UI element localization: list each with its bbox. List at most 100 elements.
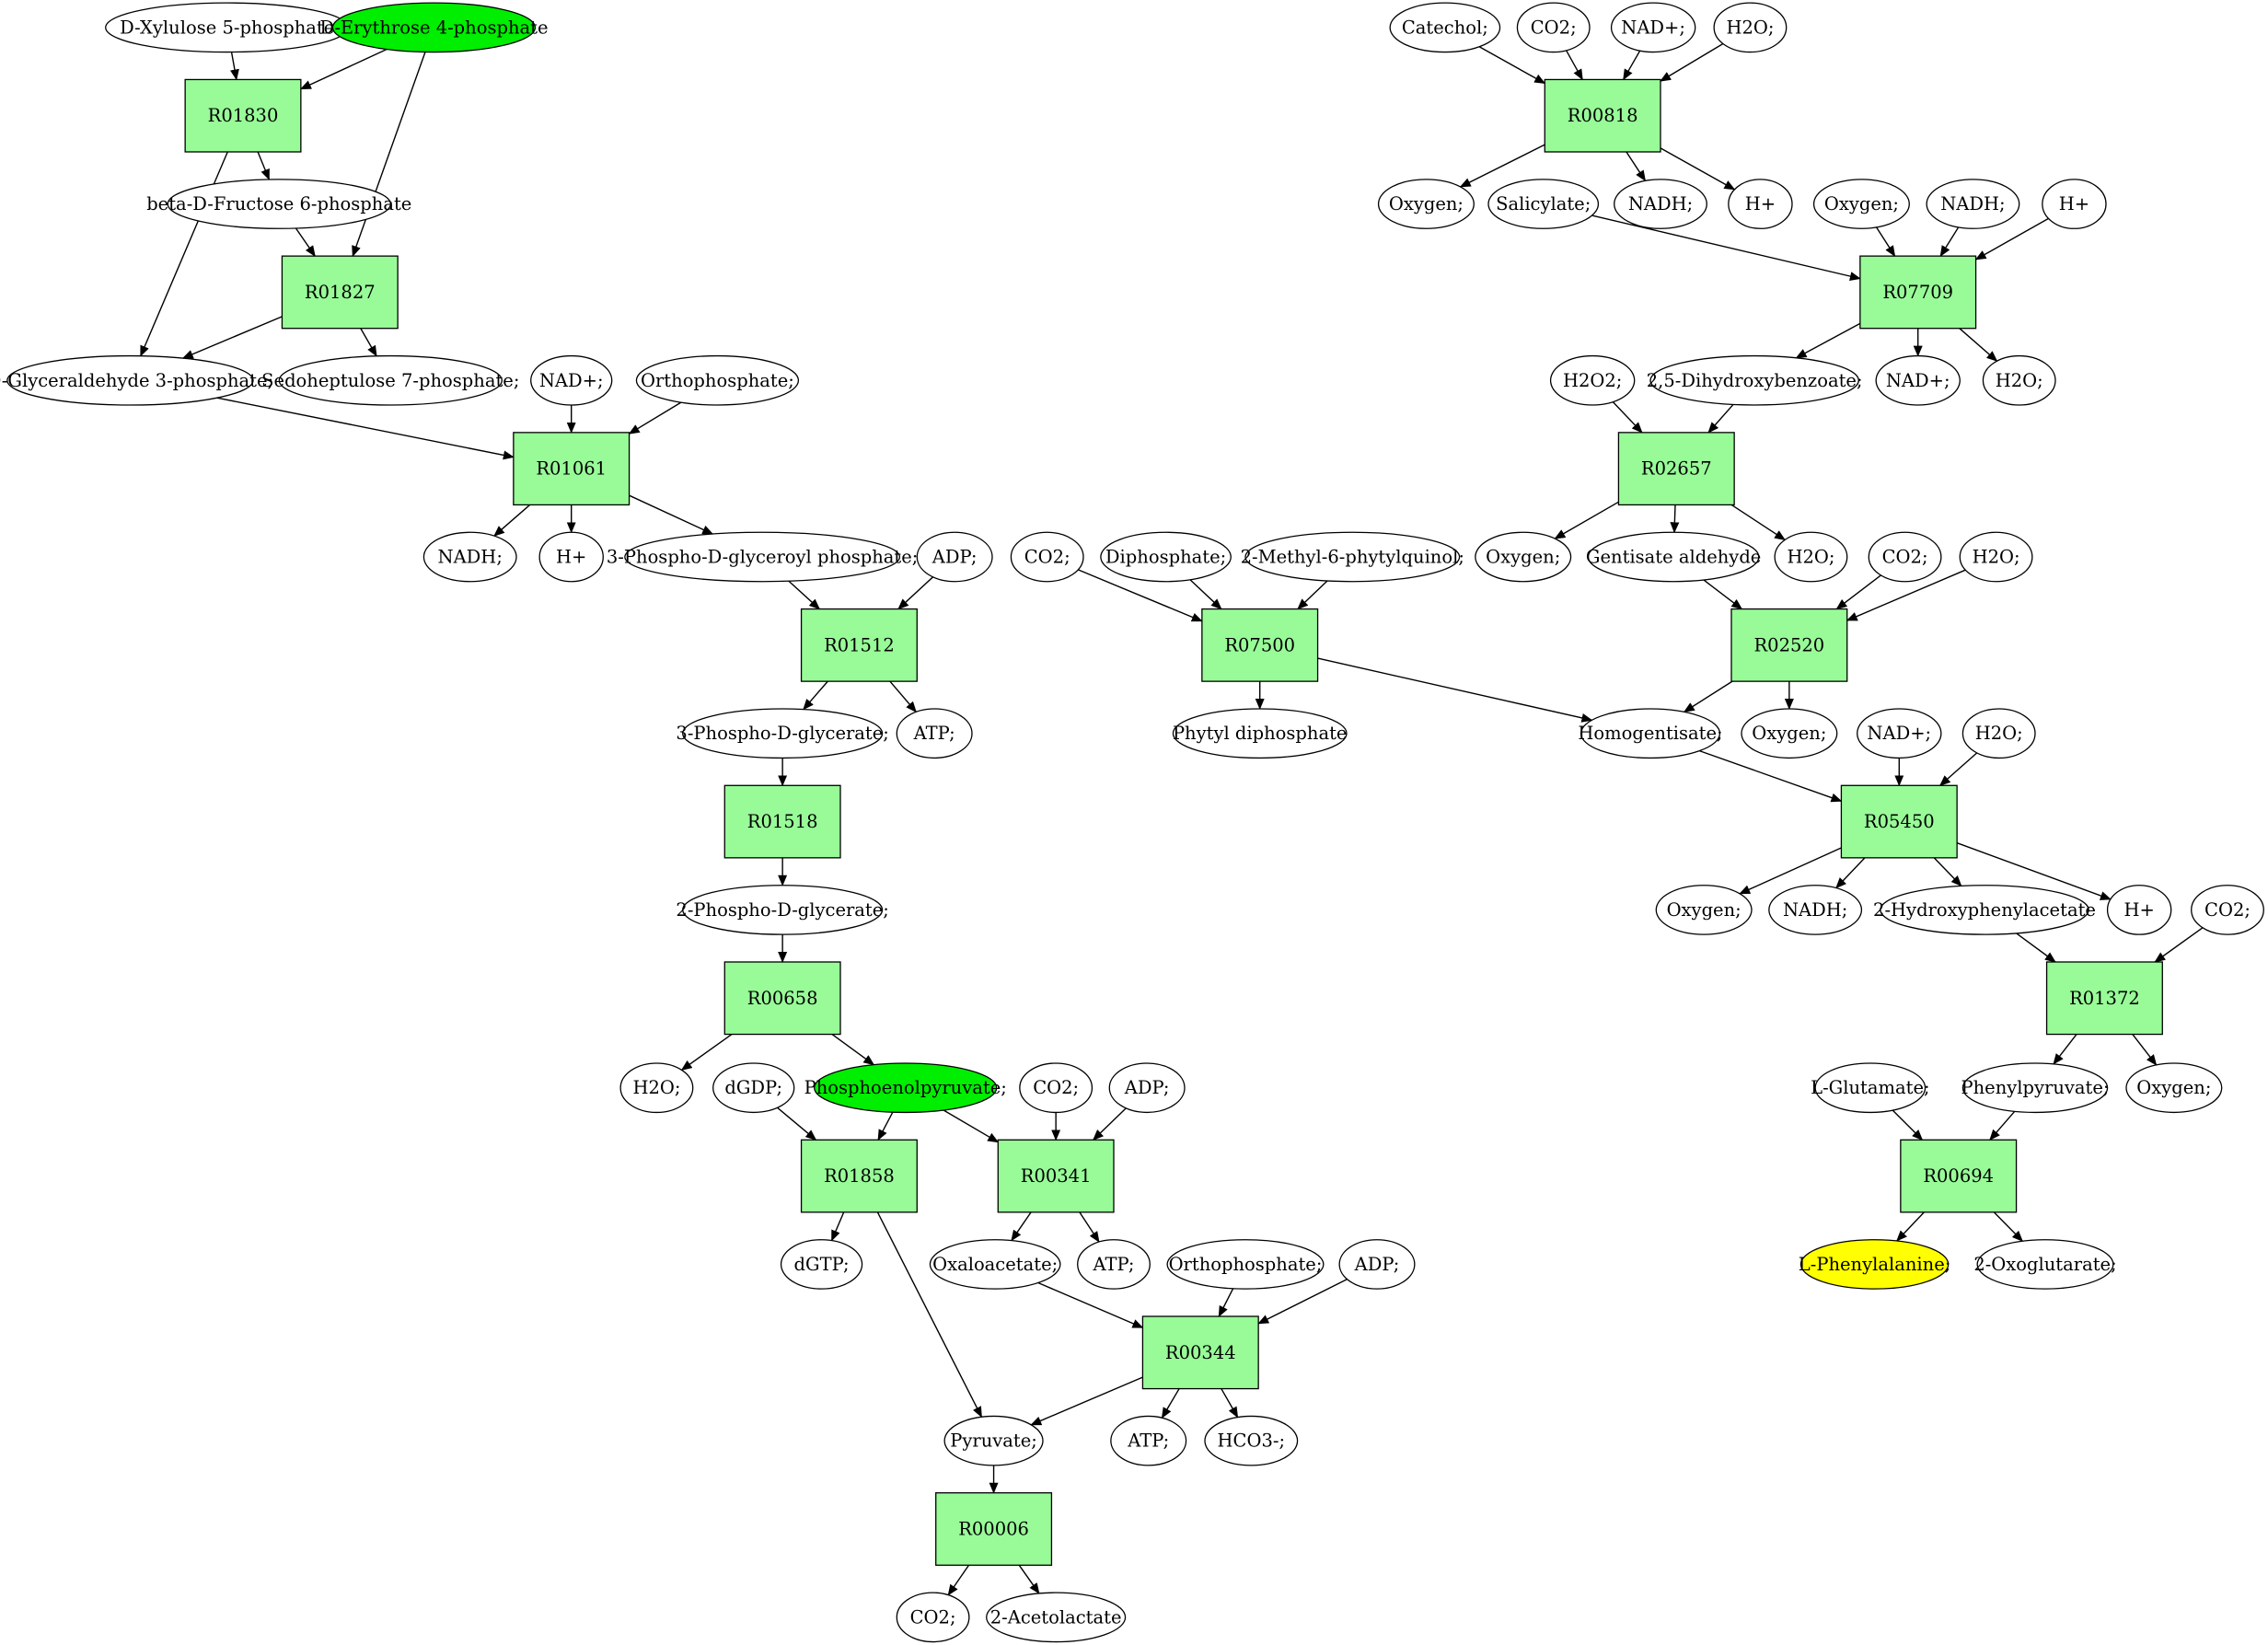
metabolite-ellipse	[619, 1062, 694, 1114]
metabolite-node-m45: CO2;	[1010, 531, 1084, 583]
node-label: R00006	[958, 1519, 1029, 1540]
edge-R05450-m61	[1956, 842, 2112, 900]
node-label: CO2;	[1024, 547, 1070, 568]
metabolite-node-m40: H+	[2042, 179, 2107, 229]
node-label: R07500	[1224, 634, 1295, 655]
edge-m19-R00341	[1092, 1107, 1127, 1141]
edge-m57-R05450	[1938, 752, 1978, 786]
reaction-box	[1730, 608, 1848, 682]
reaction-node-R01830: R01830	[184, 78, 302, 153]
metabolite-ellipse	[1019, 1062, 1094, 1114]
node-label: Orthophosphate;	[1169, 1254, 1323, 1275]
metabolite-node-m30: Catechol;	[1389, 2, 1501, 53]
node-label: L-Glutamate;	[1811, 1077, 1929, 1098]
node-label: R01830	[208, 105, 279, 126]
edge-R02657-m48	[1554, 501, 1619, 539]
edge-m23-R00344	[1218, 1288, 1234, 1317]
node-label: R00344	[1165, 1342, 1236, 1363]
metabolite-node-m46: Diphosphate;	[1100, 531, 1232, 583]
metabolite-ellipse	[167, 179, 391, 229]
edge-R05450-m60	[1933, 857, 1962, 887]
edge-R01858-m25	[876, 1211, 983, 1419]
metabolite-node-m21: Oxaloacetate;	[929, 1239, 1061, 1290]
edge-R01827-m04	[181, 316, 283, 359]
reaction-box	[800, 1139, 918, 1213]
metabolite-ellipse	[278, 354, 503, 406]
reaction-box	[935, 1492, 1053, 1566]
edge-layer	[140, 42, 2204, 1596]
node-label: R02520	[1753, 634, 1824, 655]
reaction-node-R01827: R01827	[281, 255, 399, 330]
metabolite-ellipse	[1880, 885, 2089, 935]
node-label: NADH;	[1628, 193, 1693, 214]
metabolite-node-m55: Oxygen;	[1741, 708, 1838, 759]
node-label: ADP;	[1354, 1254, 1400, 1275]
metabolite-node-m53: Phytyl diphosphate	[1172, 708, 1348, 759]
node-label: NADH;	[1783, 899, 1847, 921]
metabolite-ellipse	[814, 1062, 998, 1114]
edge-m02-R01827	[352, 52, 426, 258]
metabolite-ellipse	[1610, 2, 1696, 53]
reaction-box	[513, 432, 631, 506]
node-label: H+	[2123, 899, 2154, 921]
metabolite-node-m11: ADP;	[916, 531, 993, 583]
node-label: ADP;	[1124, 1077, 1170, 1098]
edge-R00341-m22	[1079, 1211, 1100, 1243]
edge-m04-R01061	[216, 397, 515, 460]
node-label: NAD+;	[539, 370, 604, 391]
metabolite-node-m31: CO2;	[1516, 2, 1591, 53]
node-label: Orthophosphate;	[641, 370, 794, 391]
metabolite-ellipse	[712, 1062, 795, 1114]
metabolite-node-m49: Gentisate aldehyde	[1586, 531, 1761, 583]
edge-R01512-m12	[803, 680, 828, 711]
metabolite-node-m18: CO2;	[1019, 1062, 1094, 1114]
node-label: R01061	[536, 458, 607, 480]
metabolite-node-m58: Oxygen;	[1655, 885, 1753, 935]
metabolite-node-m08: NADH;	[422, 531, 517, 583]
node-label: R00341	[1021, 1165, 1092, 1187]
edge-m33-R00818	[1660, 42, 1724, 82]
metabolite-ellipse	[635, 354, 800, 406]
metabolite-ellipse	[1774, 531, 1848, 583]
metabolite-node-m25: Pyruvate;	[943, 1415, 1044, 1466]
node-label: ATP;	[1092, 1254, 1134, 1275]
metabolite-ellipse	[1961, 1062, 2109, 1114]
metabolite-ellipse	[1166, 1239, 1325, 1290]
edge-m62-R01372	[2154, 927, 2204, 963]
node-label: R00818	[1568, 105, 1638, 126]
edge-R01827-m05	[360, 328, 377, 357]
metabolite-node-m03: beta-D-Fructose 6-phosphate	[146, 179, 411, 229]
edge-R02657-m50	[1730, 504, 1786, 541]
metabolite-ellipse	[1926, 179, 2020, 229]
reaction-node-R00658: R00658	[723, 961, 841, 1036]
node-label: Oxygen;	[1389, 193, 1464, 214]
metabolite-ellipse	[1976, 1239, 2114, 1290]
node-label: Diphosphate;	[1105, 547, 1226, 568]
metabolite-node-m15: H2O;	[619, 1062, 694, 1114]
metabolite-node-m22: ATP;	[1077, 1239, 1151, 1290]
metabolite-node-m67: 2-Oxoglutarate;	[1973, 1239, 2117, 1290]
edge-R01061-m10	[629, 494, 714, 535]
node-label: R01372	[2069, 988, 2140, 1009]
metabolite-ellipse	[1649, 354, 1859, 406]
node-label: Salicylate;	[1496, 193, 1591, 214]
metabolite-ellipse	[682, 885, 884, 935]
edge-m16-R01858	[777, 1106, 817, 1141]
metabolite-ellipse	[1741, 708, 1838, 759]
metabolite-ellipse	[2042, 179, 2107, 229]
edge-R05450-m59	[1835, 857, 1866, 889]
edge-m47-R07500	[1297, 580, 1328, 610]
metabolite-node-m27: HCO3-;	[1204, 1415, 1299, 1466]
edge-R00344-m26	[1161, 1388, 1180, 1419]
metabolite-ellipse	[2191, 885, 2264, 935]
metabolite-ellipse	[916, 531, 993, 583]
metabolite-node-m56: NAD+;	[1857, 708, 1942, 759]
edge-m39-R07709	[1939, 226, 1960, 257]
metabolite-node-m24: ADP;	[1338, 1239, 1416, 1290]
edge-R07709-m42	[1795, 322, 1861, 359]
metabolite-node-m57: H2O;	[1961, 708, 2036, 759]
node-label: R01518	[747, 811, 818, 832]
node-label: Phenylpyruvate;	[1961, 1077, 2110, 1098]
node-label: Pyruvate;	[950, 1431, 1037, 1452]
metabolite-node-m20: dGTP;	[780, 1239, 863, 1290]
